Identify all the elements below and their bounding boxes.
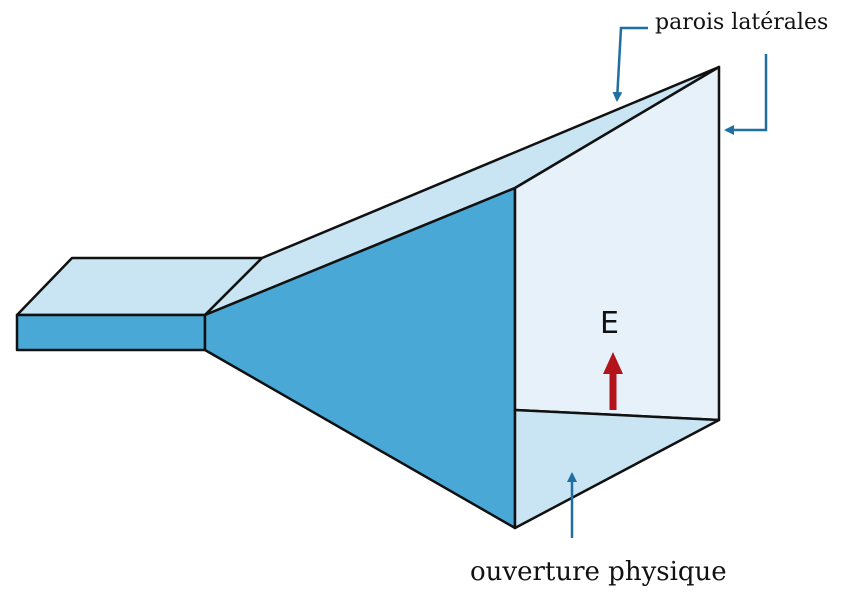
e-field-label: E [600,306,619,341]
e-field-arrow [603,352,623,410]
waveguide-front-face [15,313,207,352]
side-walls-pointer-right [724,54,768,135]
side-walls-label: parois latérales [655,10,829,35]
side-walls-pointer-top [612,26,648,102]
aperture-label: ouverture physique [470,557,727,587]
horn-aperture-floor [513,408,721,530]
